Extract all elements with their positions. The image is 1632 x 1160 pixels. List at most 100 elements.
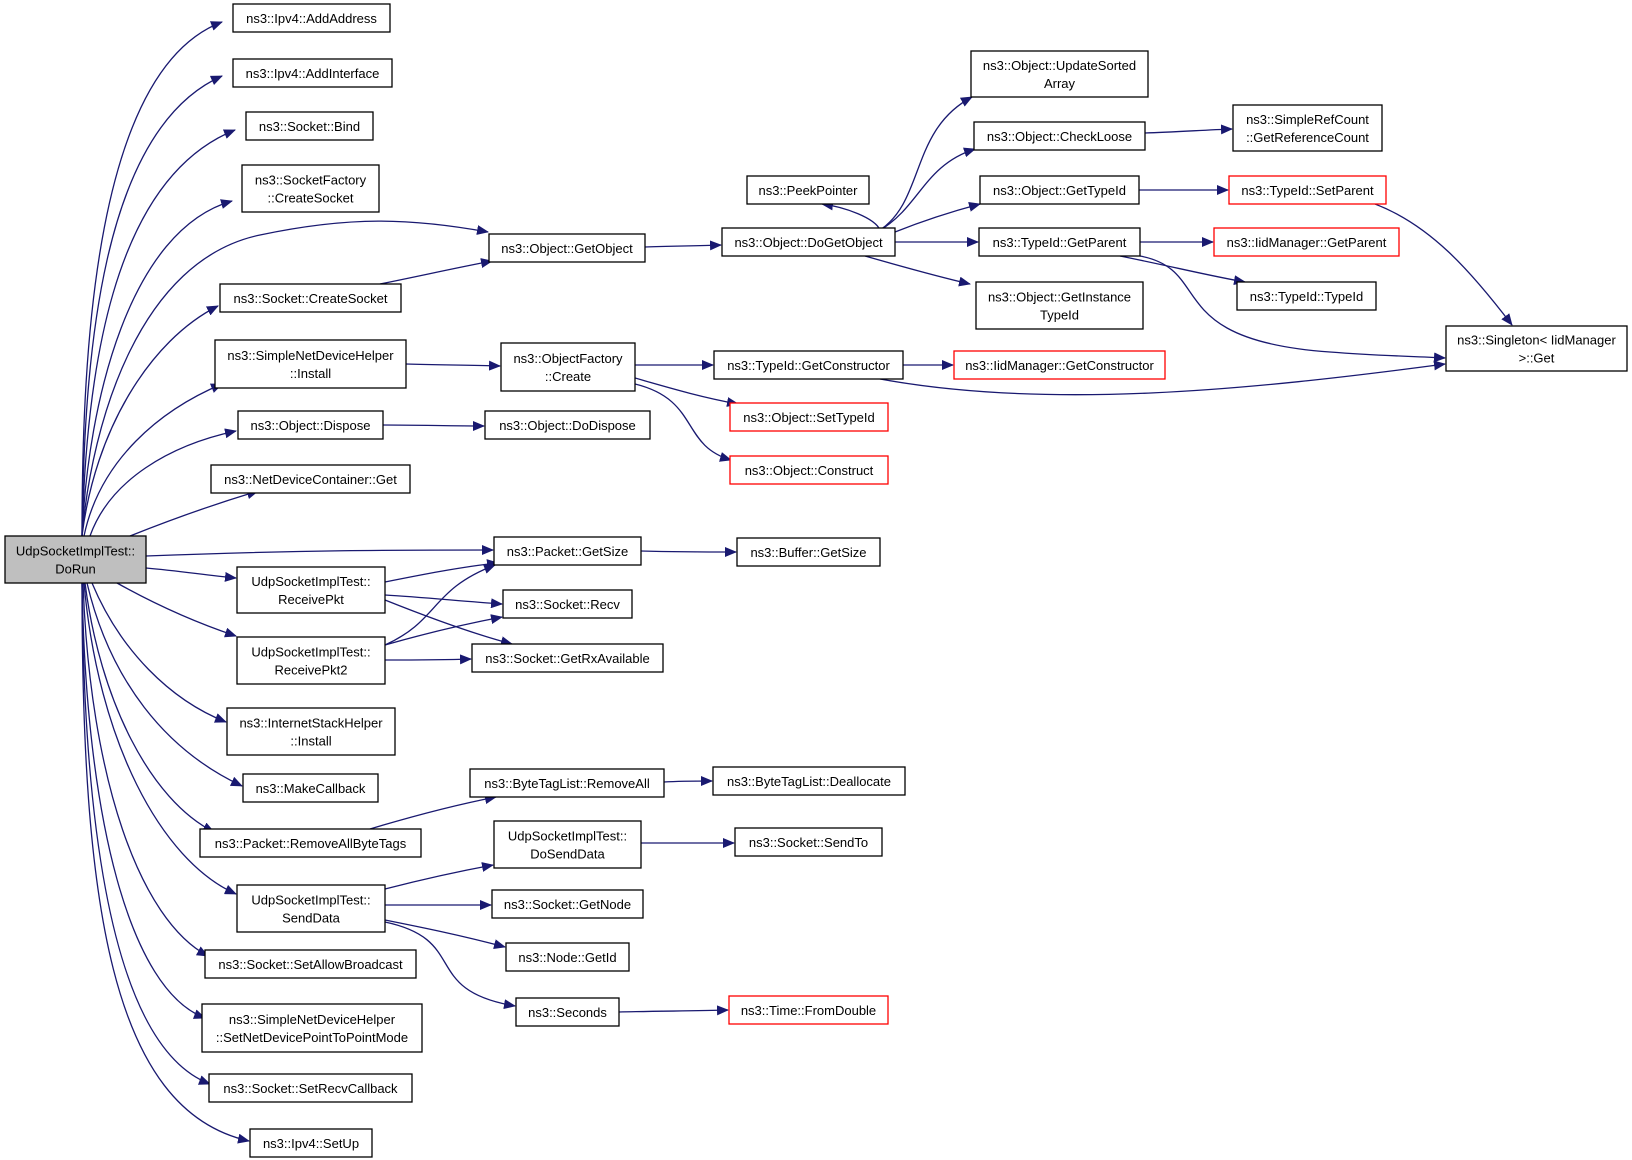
node-box (1228, 175, 1387, 205)
node-typeid-setparent[interactable]: ns3::TypeId::SetParent (1228, 175, 1387, 205)
node-time-fromdouble[interactable]: ns3::Time::FromDouble (728, 995, 889, 1025)
node-typeid-getparent[interactable]: ns3::TypeId::GetParent (978, 227, 1141, 257)
node-simplenetdevicehelper-install[interactable]: ns3::SimpleNetDeviceHelper::Install (214, 339, 407, 389)
node-ipv4-addaddress[interactable]: ns3::Ipv4::AddAddress (232, 3, 391, 33)
node-label: Array (1044, 76, 1076, 91)
node-object-construct[interactable]: ns3::Object::Construct (729, 455, 889, 485)
node-root[interactable]: UdpSocketImplTest::DoRun (4, 535, 147, 584)
edge-root-to-ipv4_setup (81, 582, 250, 1144)
node-box (201, 1003, 423, 1053)
node-senddata[interactable]: UdpSocketImplTest::SendData (236, 884, 386, 933)
node-object-dogetobject[interactable]: ns3::Object::DoGetObject (721, 227, 896, 257)
node-label: ns3::Object::Dispose (251, 418, 371, 433)
node-label: ns3::Packet::GetSize (507, 544, 628, 559)
node-label: ns3::SimpleNetDeviceHelper (229, 1012, 396, 1027)
node-socket-createsocket[interactable]: ns3::Socket::CreateSocket (219, 283, 402, 313)
node-socket-sendto[interactable]: ns3::Socket::SendTo (734, 827, 883, 857)
node-socket-setallowbroadcast[interactable]: ns3::Socket::SetAllowBroadcast (204, 949, 417, 979)
node-singleton-get[interactable]: ns3::Singleton< IidManager>::Get (1445, 325, 1628, 372)
edge-packet_getsize-to-buffer_getsize (640, 546, 737, 557)
edge-object_dogetobject-to-object_checkloose (881, 147, 976, 230)
node-label: ns3::TypeId::TypeId (1250, 289, 1363, 304)
node-typeid-getconstructor[interactable]: ns3::TypeId::GetConstructor (713, 350, 904, 380)
node-socketfactory-createsocket[interactable]: ns3::SocketFactory::CreateSocket (241, 164, 380, 213)
edge-root-to-socket_bind (81, 129, 236, 537)
node-label: UdpSocketImplTest:: (508, 829, 627, 844)
node-node-getid[interactable]: ns3::Node::GetId (505, 942, 630, 972)
node-label: ns3::Socket::Recv (515, 597, 620, 612)
node-socket-bind[interactable]: ns3::Socket::Bind (245, 111, 374, 141)
node-object-dodispose[interactable]: ns3::Object::DoDispose (484, 410, 651, 440)
node-box (978, 227, 1141, 257)
node-object-checkloose[interactable]: ns3::Object::CheckLoose (973, 121, 1146, 151)
node-box (491, 889, 644, 919)
node-box (237, 410, 384, 440)
node-box (970, 50, 1149, 98)
edge-root-to-object_dispose (89, 428, 237, 537)
node-receivepkt[interactable]: UdpSocketImplTest::ReceivePkt (236, 566, 386, 614)
node-ipv4-addinterface[interactable]: ns3::Ipv4::AddInterface (232, 58, 393, 88)
edge-object_dogetobject-to-object_gettypeid (894, 202, 981, 233)
node-typeid-typeid[interactable]: ns3::TypeId::TypeId (1236, 281, 1377, 311)
node-packet-getsize[interactable]: ns3::Packet::GetSize (493, 536, 642, 566)
node-label: ::GetReferenceCount (1246, 130, 1369, 145)
node-box (721, 227, 896, 257)
node-simplenetdevicehelper-setp2p[interactable]: ns3::SimpleNetDeviceHelper::SetNetDevice… (201, 1003, 423, 1053)
node-socket-recv[interactable]: ns3::Socket::Recv (502, 589, 633, 619)
function-nodes: UdpSocketImplTest::DoRun ns3::Ipv4::AddAd… (4, 3, 1628, 1158)
node-label: ReceivePkt2 (275, 663, 348, 678)
node-dosenddata[interactable]: UdpSocketImplTest::DoSendData (493, 820, 642, 869)
edge-root-to-makecallback (86, 582, 243, 787)
node-iidmanager-getconstructor[interactable]: ns3::IidManager::GetConstructor (953, 350, 1166, 380)
node-box (236, 884, 386, 933)
node-seconds[interactable]: ns3::Seconds (515, 997, 620, 1027)
node-box (1213, 227, 1400, 257)
edge-root-to-ipv4_addinterface (81, 75, 223, 537)
edge-root-to-packet_getsize (145, 545, 494, 557)
node-simplerefcount-getreferencecount[interactable]: ns3::SimpleRefCount::GetReferenceCount (1232, 104, 1383, 152)
node-label: ns3::Socket::SetRecvCallback (223, 1081, 398, 1096)
node-box (232, 58, 393, 88)
node-receivepkt2[interactable]: UdpSocketImplTest::ReceivePkt2 (236, 636, 386, 685)
node-packet-removeallbytetags[interactable]: ns3::Packet::RemoveAllByteTags (199, 828, 422, 858)
node-label: ns3::ByteTagList::RemoveAll (484, 776, 650, 791)
node-iidmanager-getparent[interactable]: ns3::IidManager::GetParent (1213, 227, 1400, 257)
node-box (728, 995, 889, 1025)
node-bytetaglist-deallocate[interactable]: ns3::ByteTagList::Deallocate (712, 766, 906, 796)
node-label: ns3::Object::UpdateSorted (983, 58, 1136, 73)
node-box (502, 589, 633, 619)
node-label: ::CreateSocket (268, 191, 354, 206)
node-label: ns3::Time::FromDouble (741, 1003, 876, 1018)
node-object-dispose[interactable]: ns3::Object::Dispose (237, 410, 384, 440)
node-box (214, 339, 407, 389)
node-bytetaglist-removeall[interactable]: ns3::ByteTagList::RemoveAll (469, 768, 665, 798)
node-box (505, 942, 630, 972)
node-box (493, 820, 642, 869)
node-object-gettypeid[interactable]: ns3::Object::GetTypeId (979, 175, 1140, 205)
node-label: UdpSocketImplTest:: (251, 574, 370, 589)
node-internetstackhelper-install[interactable]: ns3::InternetStackHelper::Install (226, 707, 396, 756)
node-socket-setrecvcallback[interactable]: ns3::Socket::SetRecvCallback (208, 1073, 413, 1103)
edge-root-to-receivepkt (145, 567, 237, 582)
node-netdevicecontainer-get[interactable]: ns3::NetDeviceContainer::Get (210, 464, 411, 494)
node-makecallback[interactable]: ns3::MakeCallback (242, 773, 379, 803)
node-socket-getrxavailable[interactable]: ns3::Socket::GetRxAvailable (471, 643, 664, 673)
node-box (1236, 281, 1377, 311)
node-object-settypeid[interactable]: ns3::Object::SetTypeId (729, 402, 889, 432)
node-objectfactory-create[interactable]: ns3::ObjectFactory::Create (500, 342, 636, 392)
node-ipv4-setup[interactable]: ns3::Ipv4::SetUp (249, 1128, 373, 1158)
node-box (219, 283, 402, 313)
node-socket-getnode[interactable]: ns3::Socket::GetNode (491, 889, 644, 919)
edge-object_getobject-to-object_dogetobject (644, 240, 722, 251)
node-buffer-getsize[interactable]: ns3::Buffer::GetSize (736, 537, 881, 567)
node-box (973, 121, 1146, 151)
node-label: ns3::Socket::Bind (259, 119, 360, 134)
edge-root-to-simplenetdevicehelper_install (83, 383, 223, 537)
edge-root-to-ipv4_addaddress (81, 21, 223, 537)
node-object-getobject[interactable]: ns3::Object::GetObject (488, 233, 646, 263)
node-label: ns3::Packet::RemoveAllByteTags (215, 836, 407, 851)
node-peekpointer[interactable]: ns3::PeekPointer (746, 175, 870, 205)
edge-root-to-internetstackhelper_install (91, 582, 227, 723)
